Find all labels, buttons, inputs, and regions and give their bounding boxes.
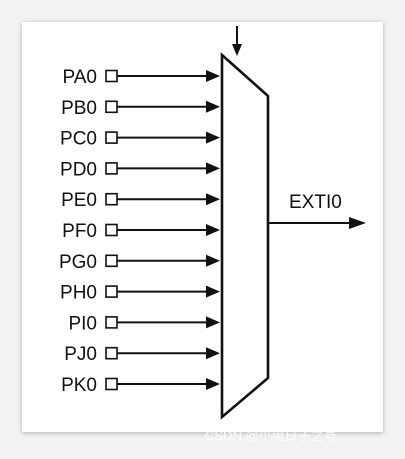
input-pin-label: PC0	[60, 129, 97, 150]
input-pin-box	[105, 100, 118, 114]
input-pin-arrowhead	[206, 162, 220, 175]
input-pin-box	[105, 377, 118, 391]
input-pin-arrowhead	[206, 224, 220, 236]
input-pin-arrowhead	[206, 347, 220, 360]
input-pin-box	[105, 162, 118, 175]
input-pin-box	[105, 192, 118, 206]
select-input-arrow	[232, 26, 242, 56]
input-pin-box	[105, 131, 118, 144]
input-pin-box	[105, 254, 118, 268]
input-pin-row: PB0	[61, 98, 220, 119]
diagram-panel	[22, 22, 383, 432]
input-pin-arrowhead	[206, 100, 220, 113]
input-pin-arrowhead	[206, 193, 220, 206]
input-pin-box	[105, 69, 118, 83]
input-pin-label: PG0	[59, 252, 97, 273]
input-pin-label: PK0	[61, 375, 97, 396]
input-pin-row: PG0	[59, 252, 220, 273]
output-arrow	[268, 217, 366, 229]
input-pin-label: PJ0	[64, 344, 97, 365]
input-pin-row: PE0	[61, 190, 220, 211]
input-pin-arrowhead	[206, 378, 220, 390]
input-pin-label: PD0	[60, 159, 97, 180]
input-pin-arrowhead	[206, 70, 220, 82]
input-pin-box	[105, 316, 118, 329]
input-pin-row: PK0	[61, 375, 220, 396]
watermark: CSDN @小电日子之号	[205, 428, 337, 443]
input-pin-label: PI0	[68, 313, 97, 334]
input-pin-label: PE0	[61, 190, 97, 211]
input-pin-label: PA0	[62, 67, 97, 88]
input-pin-label: PF0	[62, 221, 97, 242]
output-label: EXTI0	[289, 192, 342, 213]
input-pin-arrowhead	[206, 254, 220, 267]
input-pin-box	[105, 346, 118, 360]
input-pin-arrowhead	[206, 316, 220, 329]
input-pin-row: PF0	[62, 221, 220, 242]
input-pin-row: PA0	[62, 67, 220, 88]
multiplexer-block	[220, 52, 270, 420]
input-pin-row: PC0	[60, 129, 220, 150]
input-pin-box	[105, 223, 118, 237]
input-pin-arrowhead	[206, 131, 220, 144]
input-pin-arrowhead	[206, 285, 220, 298]
input-pin-label: PB0	[61, 98, 97, 119]
input-pin-row: PJ0	[64, 344, 220, 365]
input-pin-label: PH0	[60, 283, 97, 304]
input-pin-row: PH0	[60, 283, 220, 304]
input-pin-row: PI0	[68, 313, 220, 334]
input-pin-box	[105, 285, 118, 298]
input-pin-row: PD0	[60, 159, 220, 180]
